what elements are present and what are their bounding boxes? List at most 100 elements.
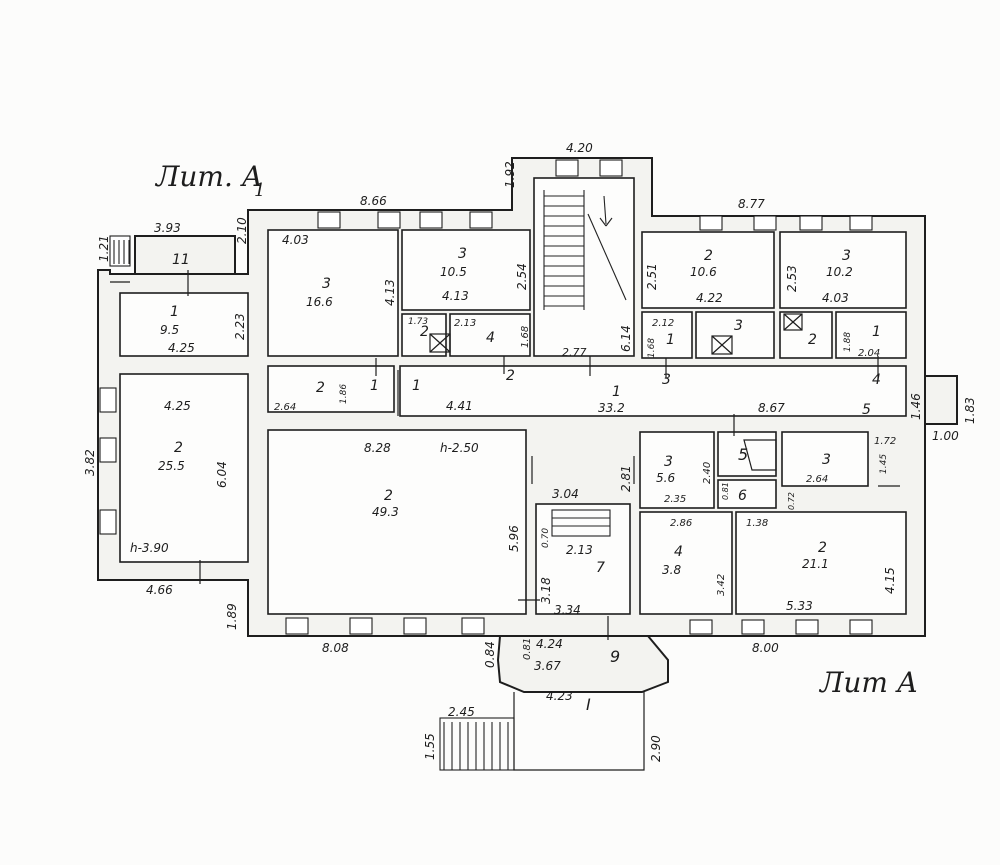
corr-n1a: 1	[370, 378, 379, 394]
room-c2-area: 10.6	[690, 265, 717, 279]
room-c3-small	[695, 311, 775, 359]
room-e3-h: 2.40	[702, 462, 713, 484]
window	[469, 211, 493, 229]
room-a2-small	[401, 313, 447, 357]
window	[317, 211, 341, 229]
outer-dimensions: 8.66 8.77 4.20 1.92 3.93 2.10 1.21 8.08 …	[83, 141, 977, 762]
room-4e-h: 3.42	[716, 574, 727, 596]
room-left-2-area: 25.5	[158, 459, 185, 473]
dim-stair-side: 1.92	[503, 161, 517, 188]
title-lit-a: Лит А	[818, 666, 918, 699]
room-b4-w: 2.13	[454, 318, 476, 329]
room-f3-h2: 1.45	[879, 454, 889, 474]
room-left-1-h: 2.23	[233, 313, 247, 340]
title-lit-a1: Лит. А	[154, 160, 263, 193]
room-b3-area: 10.5	[440, 265, 467, 279]
dim-steps-h: 1.55	[423, 733, 437, 760]
room-labels: 11 1 9.5 4.25 2.23 4.25 2 25.5 6.04 h-3.…	[130, 233, 897, 714]
room-b4-s: 1.73	[408, 317, 428, 327]
room-left-1-area: 9.5	[160, 323, 179, 337]
room-6-h: 0.81	[721, 482, 730, 500]
room-9-num: 9	[610, 647, 620, 666]
dim-annex-side: 2.10	[235, 217, 249, 244]
room-left-2-height: h-3.90	[130, 541, 169, 555]
big-hall-area: 49.3	[372, 505, 399, 519]
window	[99, 509, 117, 535]
room-c3-10-2	[779, 231, 907, 309]
room-d1-h: 1.88	[843, 332, 853, 352]
room-e3-num: 3	[664, 454, 673, 470]
right-corr-w: 8.67	[758, 401, 785, 415]
room-e3-h2: 2.81	[619, 465, 633, 492]
room-4e-num: 4	[674, 544, 683, 560]
room-a3-10-5	[401, 229, 531, 311]
window	[741, 619, 765, 635]
dim-right-side: 1.46	[909, 393, 923, 420]
corr-dim-b: 1.68	[647, 338, 657, 358]
room-c1-num: 1	[666, 332, 675, 348]
corr-n4: 4	[872, 372, 881, 388]
room-2e-w: 5.33	[786, 599, 813, 613]
room-left-2-num: 2	[174, 440, 183, 456]
main-hall-w: 4.41	[446, 399, 473, 413]
dim-ramp-h: 2.90	[649, 735, 663, 762]
room-8-dim: 3.34	[554, 603, 581, 617]
dim-right-porch-h: 1.83	[963, 397, 977, 424]
room-7-w2: 2.13	[566, 543, 593, 557]
room-d2-num: 2	[808, 332, 817, 348]
room-left-1	[119, 292, 249, 357]
room-2-21-1	[735, 511, 907, 615]
dim-annex-top: 3.93	[154, 221, 181, 235]
stairs	[113, 190, 645, 771]
big-hall	[267, 429, 527, 615]
ramp	[513, 692, 645, 771]
corr-n2: 2	[506, 368, 515, 384]
window	[461, 617, 485, 635]
room-c3-w: 4.03	[822, 291, 849, 305]
big-hall-w: 8.28	[364, 441, 391, 455]
dim-porch-side: 0.84	[483, 641, 497, 668]
fixtures	[429, 313, 803, 471]
window	[599, 159, 623, 177]
window	[555, 159, 579, 177]
corr-left-num: 2	[316, 380, 325, 396]
dim-steps-w: 2.45	[448, 705, 475, 719]
window	[799, 215, 823, 231]
tick-marks	[110, 160, 900, 640]
annex-box	[134, 235, 236, 275]
window	[699, 215, 723, 231]
dim-bottom-right: 8.00	[752, 641, 779, 655]
room-f3-h: 1.72	[874, 436, 896, 447]
room-left-2	[119, 373, 249, 563]
room-7-s: 0.70	[541, 528, 551, 548]
room-a3-w: 4.03	[282, 233, 309, 247]
corr-n5: 5	[862, 402, 871, 418]
window	[349, 617, 373, 635]
room-c2-small	[779, 311, 833, 359]
dim-porch-side2: 0.81	[522, 638, 533, 660]
room-left-1-num: 1	[170, 304, 179, 320]
room-c2-w: 4.22	[696, 291, 723, 305]
room-4e-w: 2.86	[670, 518, 692, 529]
room-2e-w2: 1.38	[746, 518, 768, 529]
title-lit-a1-subscript: 1	[254, 180, 265, 201]
window	[99, 437, 117, 463]
room-f3	[781, 431, 869, 487]
dim-porch-inner: 3.67	[534, 659, 561, 673]
room-2e-h: 4.15	[883, 567, 897, 594]
room-d1-w: 2.04	[858, 348, 880, 359]
room-b3-num: 3	[458, 246, 467, 262]
room-2e-s: 0.72	[787, 492, 796, 510]
dim-annex-small: 1.21	[97, 235, 111, 262]
dim-top-stair: 4.20	[566, 141, 593, 155]
room-2e-num: 2	[818, 540, 827, 556]
corridor-main	[399, 365, 907, 417]
window	[795, 619, 819, 635]
window	[285, 617, 309, 635]
room-e3-w: 2.35	[664, 494, 686, 505]
window	[689, 619, 713, 635]
window	[403, 617, 427, 635]
dim-left-side: 3.82	[83, 449, 97, 476]
room-7-w: 3.04	[552, 487, 579, 501]
